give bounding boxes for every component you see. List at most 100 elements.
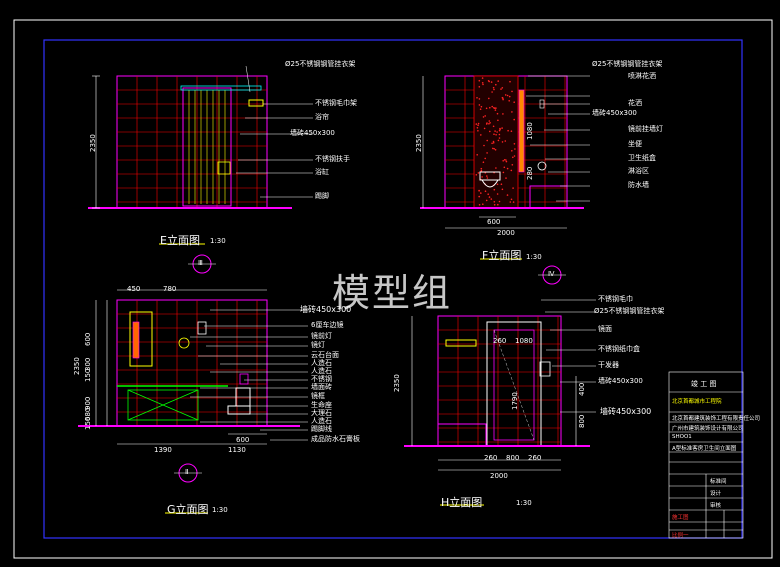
h-callout-1: 不锈钢毛巾	[598, 295, 633, 303]
g-callout-7: 人造石	[311, 367, 332, 375]
h-callout-4: 不锈钢纸巾盒	[598, 345, 640, 353]
e-callout-5: 不锈钢扶手	[315, 155, 350, 163]
g-bottom-dim-2: 1130	[228, 446, 246, 454]
title-block-row-1: 北京首都城市工程院	[672, 399, 722, 405]
shower-curtain	[182, 87, 232, 207]
elevation-g	[78, 289, 300, 445]
title-block-row-4: SHOO1	[672, 434, 692, 440]
g-callout-3: 镜前灯	[311, 332, 332, 340]
elevation-f-height: 2350	[415, 134, 423, 152]
g-callout-12: 大理石	[311, 409, 332, 417]
elevation-f-subdim: 600	[487, 218, 501, 226]
g-leaders	[190, 309, 308, 441]
title-block-header: 竣 工 图	[691, 380, 717, 388]
g-marker: Ⅲ	[198, 259, 203, 267]
g-sub-dim: 600	[236, 436, 250, 444]
g-left-dim-1: 600	[84, 332, 92, 346]
g-callout-8: 不锈钢	[311, 375, 332, 383]
towel-rack	[248, 99, 264, 107]
elevation-f-dim-2: 280	[526, 166, 534, 180]
title-block-row-5: A型标准客房卫生间立面图	[672, 446, 737, 452]
toilet	[479, 171, 501, 188]
h-right-dim-2: 800	[578, 414, 586, 428]
f-marker: Ⅳ	[548, 270, 555, 278]
towel-bar	[445, 339, 477, 347]
elevation-g-scale: 1:30	[212, 506, 228, 514]
g-callout-15: 成品防水石膏板	[311, 435, 360, 443]
title-block-cell-2: 设计	[710, 491, 722, 497]
e-callout-7: 踢脚	[315, 192, 329, 200]
title-block	[668, 371, 744, 539]
outer-border	[13, 19, 773, 559]
g-callout-2: 6厘车边镜	[311, 321, 344, 329]
watermark-text: 模型组	[332, 271, 453, 315]
elevation-e-title: E立面图	[160, 234, 200, 247]
g-callout-6: 人造石	[311, 359, 332, 367]
elevation-f	[420, 75, 584, 229]
elevation-h-height: 2350	[393, 374, 401, 392]
h-bottom-dim-1: 260	[484, 454, 498, 462]
drawing-frame	[43, 39, 743, 539]
g-top-dim-1: 450	[127, 285, 141, 293]
title-block-cell-3: 审核	[710, 503, 722, 509]
title-block-cell-4: 施工图	[672, 515, 689, 521]
h-top-dim-1: 260	[493, 337, 507, 345]
f-callout-2: 喷淋花洒	[628, 72, 656, 80]
g-callout-5: 云石台面	[311, 351, 339, 359]
title-block-footer: 比例一	[672, 533, 689, 539]
toilet	[227, 387, 251, 415]
e-callout-4: 墙砖450x300	[290, 129, 335, 137]
h-callout-3: 镜面	[598, 325, 612, 333]
elevation-e	[88, 75, 292, 209]
f-callout-3: 花洒	[628, 99, 642, 107]
h-callout-6: 墙砖450x300	[598, 377, 643, 385]
g-callout-1: 墙砖450x300	[300, 305, 352, 314]
elevation-h-width: 2000	[490, 472, 508, 480]
g-callout-4: 镜灯	[311, 341, 325, 349]
g-callout-11: 生命座	[311, 401, 332, 409]
elevation-f-scale: 1:30	[526, 253, 542, 261]
g-callout-14: 踢脚线	[311, 425, 332, 433]
f-callout-8: 淋浴区	[628, 167, 649, 175]
g-left-dim-3: 150	[84, 368, 92, 382]
g-left-dim-6: 150	[84, 416, 92, 430]
h-bottom-dim-2: 800	[506, 454, 520, 462]
mirror	[129, 311, 153, 367]
elevation-g-height: 2350	[73, 357, 81, 375]
h-right-dim-1: 400	[578, 382, 586, 396]
f-callout-4: 墙砖450x300	[592, 109, 637, 117]
h-top-dim-2: 1080	[515, 337, 533, 345]
title-block-cell-1: 标准间	[710, 479, 727, 485]
elevation-e-scale: 1:30	[210, 237, 226, 245]
h-callout-7: 墙砖450x300	[600, 407, 652, 416]
elevation-f-title: F立面图	[482, 249, 522, 262]
f-leaders	[526, 75, 590, 202]
h-bottom-dim-3: 260	[528, 454, 542, 462]
elevation-h-scale: 1:30	[516, 499, 532, 507]
title-block-row-2: 北京首都建筑装饰工程有限责任公司	[672, 416, 761, 422]
e-callout-1: Ø25不锈钢钢管挂衣架	[285, 60, 356, 68]
elevation-g-title: G立面图	[167, 503, 209, 516]
h-door-dim: 1790	[511, 392, 519, 410]
g-top-dim-2: 780	[163, 285, 177, 293]
section-markers	[174, 254, 566, 483]
h-leaders	[541, 299, 596, 413]
f-callout-1: Ø25不锈钢钢管挂衣架	[592, 60, 663, 68]
elevation-h	[404, 315, 590, 471]
h-callout-5: 干发器	[598, 361, 619, 369]
elevation-f-dim-1: 1080	[526, 122, 534, 140]
f-callout-9: 防水墙	[628, 181, 649, 189]
g-bottom-dim-1: 1390	[154, 446, 172, 454]
shower-pipe	[518, 89, 525, 173]
e-callout-3: 浴帘	[315, 113, 329, 121]
h-callout-2: Ø25不锈钢钢管挂衣架	[594, 307, 665, 315]
title-block-row-3: 广州市建筑装饰设计有限公司	[672, 426, 744, 432]
elevation-f-width: 2000	[497, 229, 515, 237]
g-marker-bottom: Ⅱ	[185, 468, 189, 476]
g-callout-13: 人造石	[311, 417, 332, 425]
f-callout-7: 卫生纸盒	[628, 154, 656, 162]
e-callout-2: 不锈钢毛巾架	[315, 99, 357, 107]
e-leaders	[236, 65, 313, 198]
stone-wall-panel	[473, 75, 519, 209]
elevation-e-height: 2350	[89, 134, 97, 152]
